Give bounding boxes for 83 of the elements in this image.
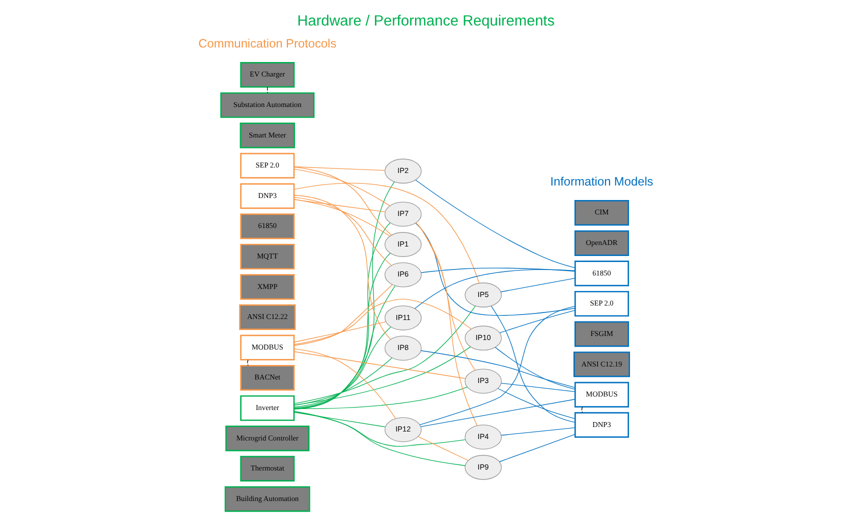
node-ellipse: IP1: [384, 232, 422, 257]
connector: [415, 180, 576, 268]
connector: [267, 86, 268, 94]
connector: [294, 166, 392, 236]
node-box: SEP 2.0: [240, 152, 295, 179]
connector: [500, 382, 576, 392]
connector: [247, 360, 249, 366]
connector: [294, 194, 391, 340]
connector: [294, 199, 386, 212]
node-box: Substation Automation: [220, 92, 315, 118]
node-ellipse: IP2: [384, 158, 422, 184]
connector: [420, 268, 576, 273]
connector: [294, 284, 392, 346]
node-box: DNP3: [240, 183, 295, 209]
node-box: Thermostat: [240, 456, 295, 482]
connector: [294, 199, 390, 236]
connector: [490, 306, 576, 423]
node-box: Building Automation: [224, 486, 310, 512]
node-box: 61850: [574, 260, 630, 286]
node-ellipse: IP8: [384, 336, 422, 361]
node-ellipse: IP12: [384, 417, 422, 442]
node-box: MODBUS: [240, 334, 295, 360]
connector: [294, 182, 480, 284]
node-box: BACNet: [240, 365, 295, 391]
connector: [294, 286, 396, 408]
node-ellipse: IP6: [384, 262, 422, 288]
connector: [494, 346, 576, 390]
connector: [499, 434, 576, 462]
node-box: Inverter: [240, 395, 295, 421]
node-box: DNP3: [574, 412, 630, 438]
label: Communication Protocols: [198, 36, 336, 50]
connector: [294, 321, 386, 342]
node-box: ANSI C12.22: [239, 304, 296, 330]
connector: [420, 350, 576, 388]
connector: [294, 348, 396, 419]
label: Information Models: [550, 174, 654, 189]
connector: [418, 436, 469, 461]
node-box: MQTT: [240, 244, 295, 270]
connector: [294, 358, 392, 406]
node-ellipse: IP10: [464, 326, 502, 351]
connector: [420, 398, 576, 427]
node-box: FSGIM: [574, 321, 630, 347]
connector: [294, 196, 392, 266]
connector: [416, 222, 478, 426]
connector: [415, 222, 576, 316]
node-box: Smart Meter: [240, 122, 296, 148]
node-box: EV Charger: [240, 62, 295, 88]
connector: [294, 411, 466, 466]
node-ellipse: IP3: [464, 368, 502, 394]
node-box: XMPP: [240, 274, 295, 300]
connector: [294, 412, 386, 428]
node-ellipse: IP9: [464, 454, 502, 480]
connector: [294, 351, 466, 379]
node-ellipse: IP7: [384, 202, 422, 227]
node-box: MODBUS: [574, 382, 630, 408]
connector: [501, 427, 576, 436]
connector: [294, 166, 386, 171]
node-box: CIM: [574, 200, 630, 226]
connector: [294, 298, 472, 345]
connector: [294, 252, 391, 410]
connector: [416, 222, 476, 371]
connector: [294, 306, 476, 404]
node-ellipse: IP5: [464, 282, 502, 308]
connector: [294, 222, 390, 410]
node-box: Microgrid Controller: [225, 426, 310, 452]
connector: [581, 406, 583, 413]
node-ellipse: IP4: [464, 424, 502, 450]
connector: [294, 346, 471, 406]
connector: [414, 269, 576, 309]
node-box: 61850: [240, 214, 295, 240]
connector: [294, 168, 390, 206]
node-box: OpenADR: [574, 230, 630, 256]
connector: [420, 306, 576, 426]
connector: [294, 326, 392, 408]
connector: [499, 310, 576, 334]
node-box: ANSI C12.19: [573, 352, 630, 378]
connector: [294, 182, 395, 410]
diagram-title: Hardware / Performance Requirements: [297, 13, 555, 30]
node-box: SEP 2.0: [574, 290, 630, 317]
node-ellipse: IP11: [384, 305, 422, 330]
connector: [294, 411, 466, 447]
connector: [500, 278, 576, 292]
connector: [498, 388, 576, 419]
